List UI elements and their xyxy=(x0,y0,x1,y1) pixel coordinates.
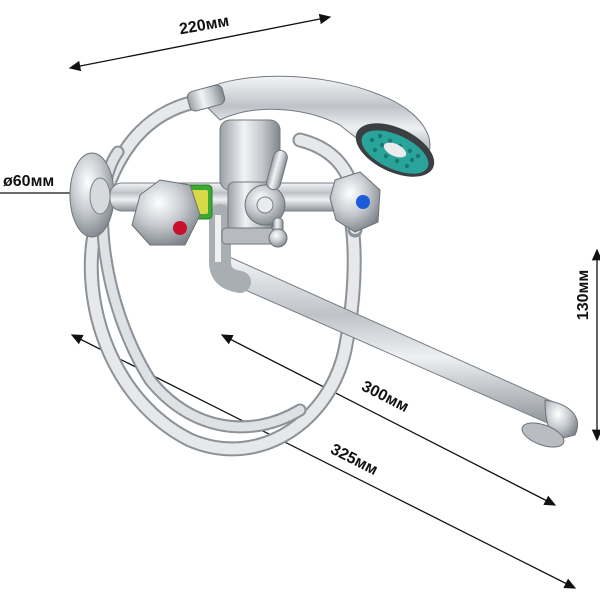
shower-head xyxy=(186,75,435,177)
hot-water-handle xyxy=(131,179,201,246)
dim-label-130: 130мм xyxy=(575,270,592,320)
cold-water-handle xyxy=(329,171,381,233)
dim-label-diameter: ø60мм xyxy=(3,173,54,190)
diverter-knob xyxy=(268,228,288,248)
hot-indicator-dot xyxy=(173,221,187,235)
spout-aerator xyxy=(521,422,565,448)
dim-label-300: 300мм xyxy=(359,378,412,416)
diverter-valve xyxy=(219,119,288,248)
wall-flange xyxy=(69,152,115,238)
dim-line-220 xyxy=(68,13,332,72)
cold-indicator-dot xyxy=(356,195,370,209)
dim-label-220: 220мм xyxy=(178,13,231,38)
spout xyxy=(209,204,578,448)
dim-label-325: 325мм xyxy=(328,441,381,479)
